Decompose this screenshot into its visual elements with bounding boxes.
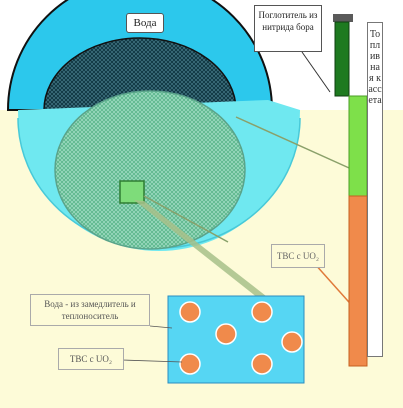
leader-line: [149, 325, 173, 329]
label-water-top: Вода: [126, 13, 164, 33]
label-moderator: Вода - из замедлитель и теплоноситель: [30, 294, 150, 326]
fuel-pellet-icon: [179, 353, 201, 375]
leader-line: [235, 116, 359, 173]
zoom-window: [119, 180, 145, 204]
fuel-cell-zoom: [167, 295, 305, 384]
fuel-pellet-icon: [251, 353, 273, 375]
label-absorber: Поглотитель из нитрида бора: [254, 5, 322, 52]
fuel-pellet-icon: [215, 323, 237, 345]
label-tvs-right: ТВС с UO₂: [271, 244, 325, 268]
fuel-pellet-icon: [179, 301, 201, 323]
magnifier-callout-icon: [134, 195, 266, 298]
leader-line: [121, 359, 183, 363]
leader-line: [301, 51, 331, 93]
reactor-cross-section: [17, 90, 301, 251]
fuel-assembly-rod: [333, 14, 368, 367]
label-fuel-channel-vertical: Топливная кассета: [367, 22, 383, 357]
reactor-top-view: [6, 0, 274, 111]
core-light: [54, 90, 246, 250]
fuel-pellet-icon: [251, 301, 273, 323]
fuel-pellet-icon: [281, 331, 303, 353]
label-tvs-bottom: ТВС с UO₂: [58, 348, 124, 370]
